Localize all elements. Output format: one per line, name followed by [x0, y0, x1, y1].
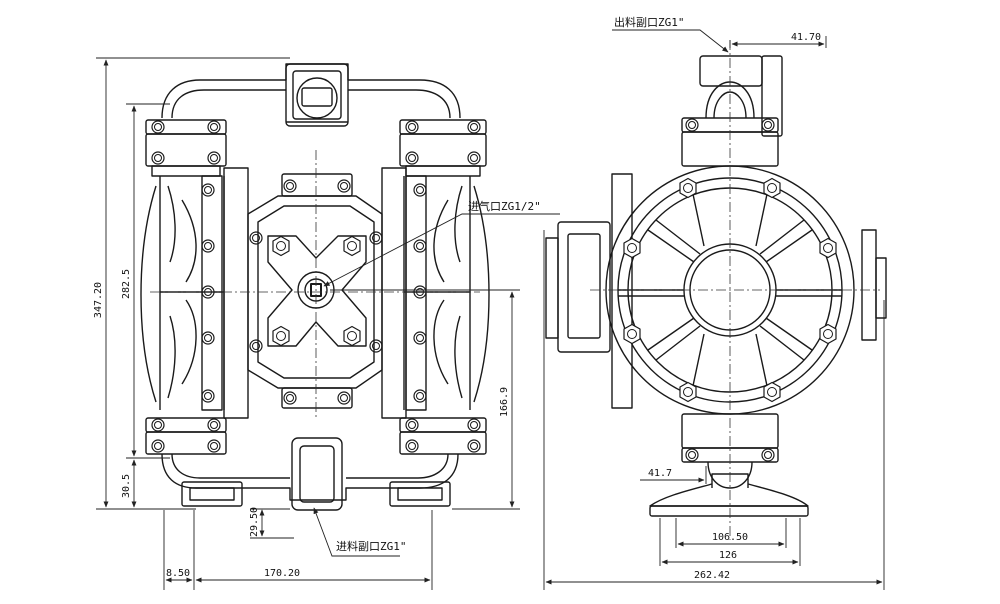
dim-inlet-height: 29.50 — [249, 507, 260, 537]
dim-outlet-offset: 41.70 — [791, 32, 821, 43]
dim-left-offset: 8.50 — [166, 568, 190, 579]
dimension-lines — [96, 29, 885, 590]
left-chamber — [140, 167, 249, 419]
side-outlet-head — [681, 55, 783, 167]
dim-body-height: 282.5 — [121, 269, 132, 299]
annotation-texts: 出料副口ZG1" 进气口ZG1/2" 进料副口ZG1" — [336, 15, 685, 553]
left-upper-flange — [145, 119, 227, 177]
center-housing — [247, 173, 383, 409]
dim-air-inlet-height: 166.9 — [499, 387, 510, 417]
side-air-block — [545, 173, 887, 409]
dim-foot-outer: 126 — [719, 550, 737, 561]
dim-foot-offset: 41.7 — [648, 468, 672, 479]
front-centerlines — [150, 150, 480, 420]
dim-foot-inner: 106.50 — [712, 532, 748, 543]
inlet-manifold — [161, 437, 459, 511]
dim-total-height: 347.20 — [93, 282, 104, 318]
note-inlet-port: 进料副口ZG1" — [336, 539, 407, 553]
dim-side-width: 262.42 — [694, 570, 730, 581]
outlet-manifold — [161, 63, 461, 127]
note-outlet-port: 出料副口ZG1" — [614, 15, 685, 29]
note-air-inlet: 进气口ZG1/2" — [468, 199, 541, 213]
side-view — [545, 55, 887, 517]
lower-flanges — [145, 417, 487, 455]
right-upper-flange — [399, 119, 487, 177]
side-centerlines — [590, 40, 880, 540]
dim-half-width: 170.20 — [264, 568, 300, 579]
dimension-texts: 347.20 282.5 30.5 166.9 29.50 8.50 170.2… — [93, 32, 821, 581]
front-view — [140, 63, 490, 511]
dim-base-height: 30.5 — [121, 474, 132, 498]
